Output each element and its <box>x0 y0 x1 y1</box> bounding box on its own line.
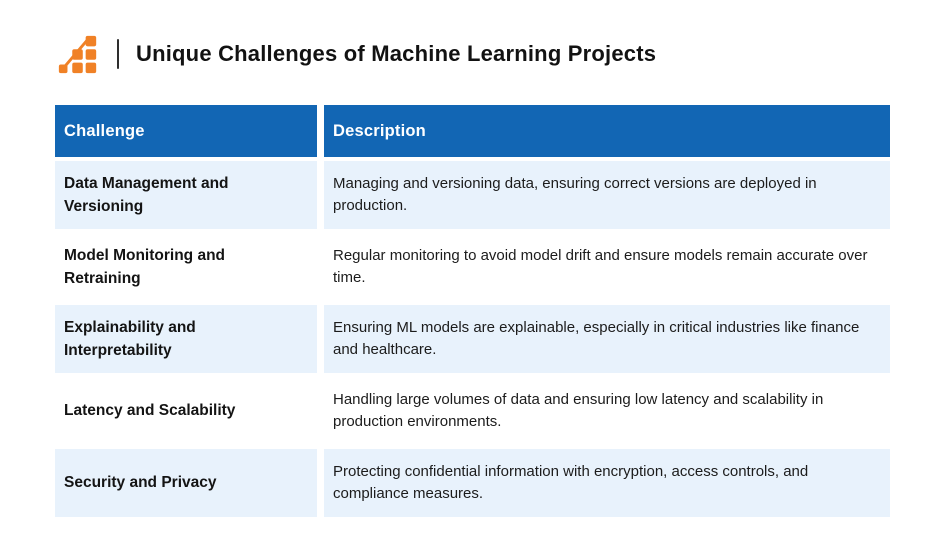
column-header-description: Description <box>324 105 890 157</box>
description-cell: Handling large volumes of data and ensur… <box>324 377 890 445</box>
description-cell-text: Handling large volumes of data and ensur… <box>333 390 824 431</box>
challenge-cell-text: Latency and Scalability <box>64 402 236 420</box>
description-cell-text: Managing and versioning data, ensuring c… <box>333 174 817 215</box>
bar-chart-growth-logo-icon <box>56 31 100 77</box>
challenge-cell: Explainability and Interpretability <box>55 305 317 373</box>
challenges-table: Challenge Description Data Management an… <box>55 105 890 517</box>
challenge-cell-text: Data Management and Versioning <box>64 174 229 215</box>
description-cell-text: Ensuring ML models are explainable, espe… <box>333 318 860 359</box>
challenge-cell: Security and Privacy <box>55 449 317 517</box>
brand-bar: Unique Challenges of Machine Learning Pr… <box>56 31 944 77</box>
description-cell: Managing and versioning data, ensuring c… <box>324 161 890 229</box>
description-cell-text: Protecting confidential information with… <box>333 462 809 503</box>
challenge-cell: Latency and Scalability <box>55 377 317 445</box>
challenge-cell-text: Security and Privacy <box>64 474 217 492</box>
page-title: Unique Challenges of Machine Learning Pr… <box>136 41 657 66</box>
challenge-cell-text: Explainability and Interpretability <box>64 318 196 359</box>
description-cell-text: Regular monitoring to avoid model drift … <box>333 246 868 287</box>
column-header-challenge: Challenge <box>55 105 317 157</box>
description-cell: Ensuring ML models are explainable, espe… <box>324 305 890 373</box>
description-cell: Regular monitoring to avoid model drift … <box>324 233 890 301</box>
brand-divider <box>117 39 119 69</box>
challenge-cell: Model Monitoring and Retraining <box>55 233 317 301</box>
description-cell: Protecting confidential information with… <box>324 449 890 517</box>
challenge-cell-text: Model Monitoring and Retraining <box>64 246 226 287</box>
challenge-cell: Data Management and Versioning <box>55 161 317 229</box>
